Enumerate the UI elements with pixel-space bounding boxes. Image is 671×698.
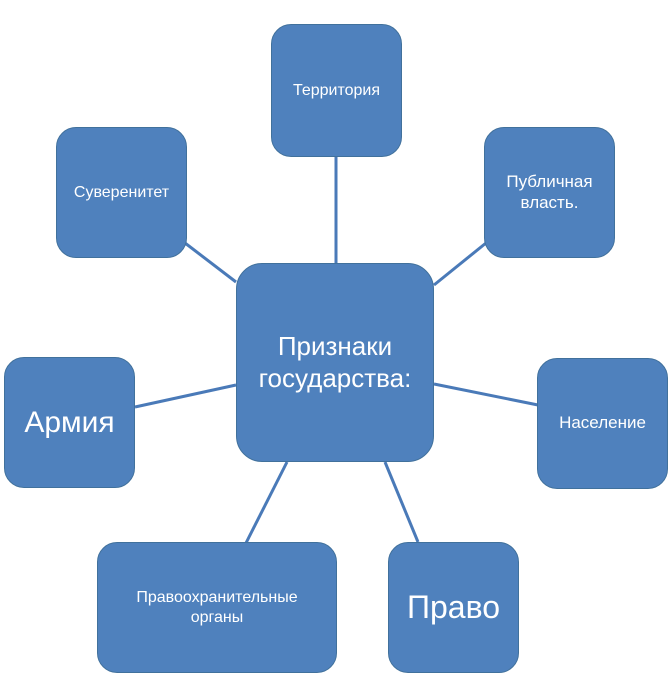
connector-army	[134, 383, 237, 409]
connector-population	[433, 382, 539, 407]
node-population-label: Население	[559, 413, 646, 433]
node-public-power-label: Публичная власть.	[506, 172, 593, 212]
node-law-enforcement: Правоохранительные органы	[97, 542, 337, 673]
node-public-power: Публичная власть.	[484, 127, 615, 258]
connector-law-enforcement	[243, 461, 289, 546]
connector-sovereignty	[184, 241, 237, 284]
node-army: Армия	[4, 357, 135, 488]
node-population: Население	[537, 358, 668, 489]
node-territory: Территория	[271, 24, 402, 157]
node-army-label: Армия	[24, 405, 115, 439]
node-sovereignty-label: Суверенитет	[73, 183, 170, 201]
center-label: Признаки государства:	[258, 331, 412, 393]
connector-public-power	[433, 241, 487, 287]
node-sovereignty: Суверенитет	[56, 127, 187, 258]
node-law-label: Право	[406, 589, 501, 626]
node-law: Право	[388, 542, 519, 673]
node-law-enforcement-label: Правоохранительные органы	[136, 589, 298, 626]
node-territory-label: Территория	[292, 81, 381, 99]
connector-law	[383, 461, 420, 543]
node-center: Признаки государства:	[236, 263, 434, 462]
